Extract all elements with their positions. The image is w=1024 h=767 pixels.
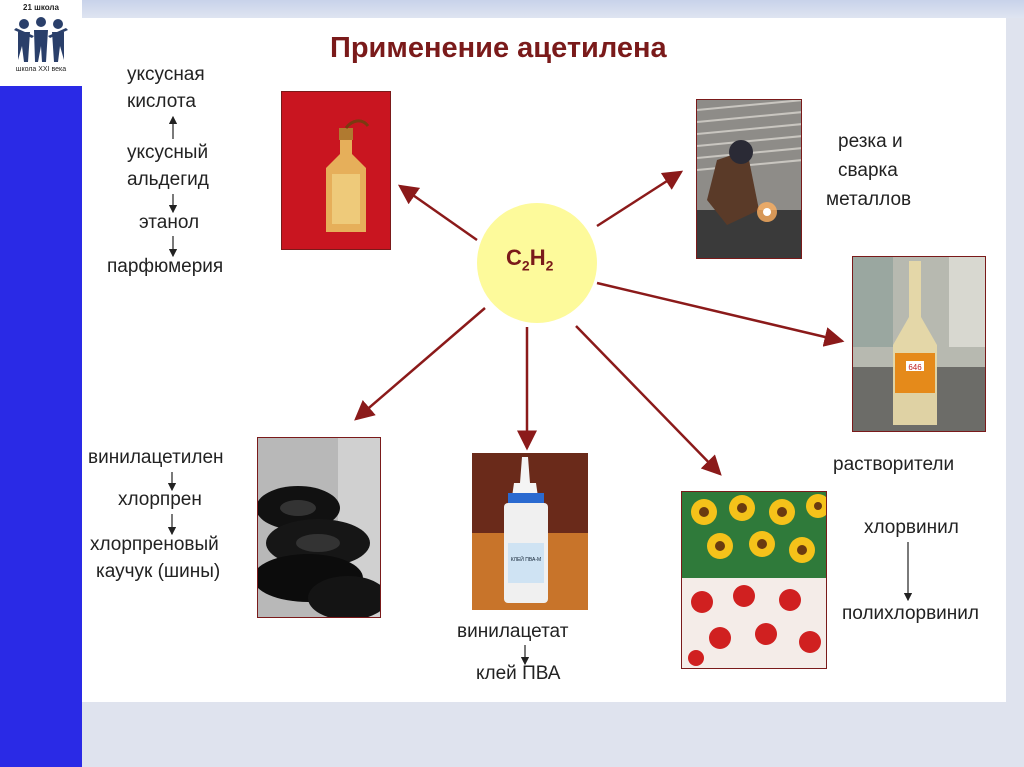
arrow-to-solvent <box>597 283 842 341</box>
arrow-to-welding <box>597 172 681 226</box>
arrow-to-pvc <box>576 326 720 474</box>
arrow-to-perfume <box>400 186 477 240</box>
arrow-to-tires <box>356 308 485 419</box>
